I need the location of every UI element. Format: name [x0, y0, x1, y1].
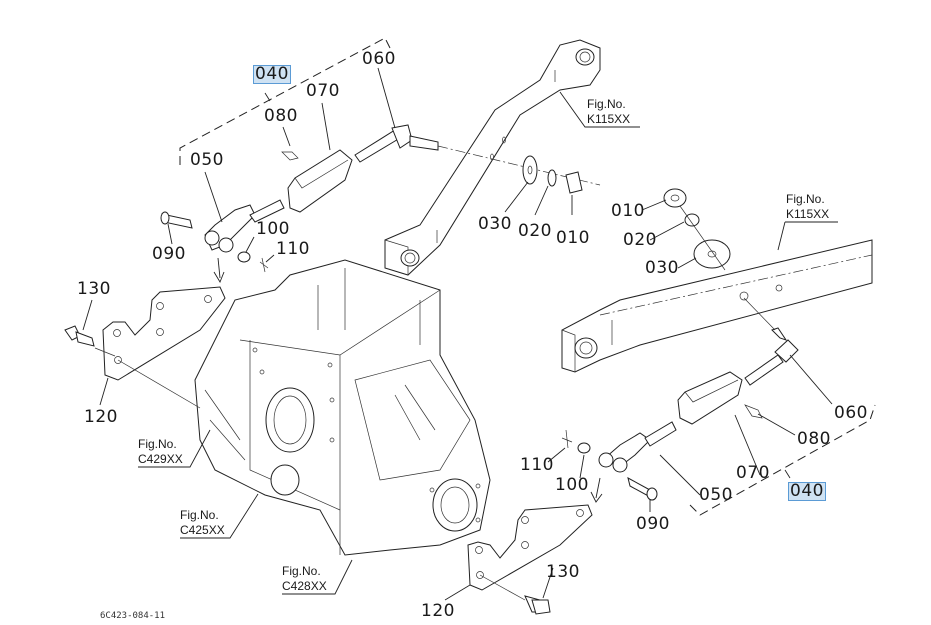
fig-ref-code: C425XX	[180, 523, 225, 537]
callout-120-right[interactable]: 120	[421, 601, 455, 621]
right-bolt	[524, 595, 551, 615]
fig-ref-title: Fig.No.	[180, 508, 219, 522]
fig-ref-title: Fig.No.	[138, 437, 177, 451]
fig-ref-k115xx-lower[interactable]: Fig.No. K115XX	[786, 192, 829, 222]
callout-010-right[interactable]: 010	[611, 201, 645, 221]
callout-090-left[interactable]: 090	[152, 244, 186, 264]
right-bracket-plate	[467, 504, 593, 601]
upper-fastener-stack	[522, 155, 583, 194]
fig-ref-code: K115XX	[786, 207, 830, 221]
callout-040-left[interactable]: 040	[253, 64, 291, 84]
transmission-case	[194, 259, 491, 556]
upper-link-arm	[384, 39, 601, 276]
callout-030-right[interactable]: 030	[645, 258, 679, 278]
fig-ref-c425xx[interactable]: Fig.No. C425XX	[180, 508, 225, 538]
left-rod-assembly	[160, 124, 601, 284]
callout-060-left[interactable]: 060	[362, 49, 396, 69]
callout-010-left[interactable]: 010	[556, 228, 590, 248]
leader-lines	[82, 67, 838, 601]
callout-100-right[interactable]: 100	[555, 475, 589, 495]
fig-ref-title: Fig.No.	[587, 97, 626, 111]
right-rod-assembly	[561, 297, 799, 503]
right-group-bracket	[689, 404, 876, 516]
left-bolt	[64, 325, 95, 347]
fig-ref-title: Fig.No.	[786, 192, 825, 206]
callout-070-right[interactable]: 070	[736, 463, 770, 483]
callout-130-right[interactable]: 130	[546, 562, 580, 582]
fig-ref-k115xx-upper[interactable]: Fig.No. K115XX	[587, 97, 630, 127]
callout-080-right[interactable]: 080	[797, 429, 831, 449]
fig-ref-c429xx[interactable]: Fig.No. C429XX	[138, 437, 183, 467]
callout-030-left[interactable]: 030	[478, 214, 512, 234]
fig-ref-code: C428XX	[282, 579, 327, 593]
fig-ref-code: C429XX	[138, 452, 183, 466]
callout-020-right[interactable]: 020	[623, 230, 657, 250]
callout-130-left[interactable]: 130	[77, 279, 111, 299]
drawing-code: 6C423-084-11	[100, 611, 166, 621]
callout-060-right[interactable]: 060	[834, 403, 868, 423]
right-fastener-stack	[663, 188, 731, 271]
callout-040-right[interactable]: 040	[788, 481, 826, 501]
callout-080-left[interactable]: 080	[264, 106, 298, 126]
fig-ref-code: K115XX	[587, 112, 631, 126]
callout-050-left[interactable]: 050	[190, 150, 224, 170]
fig-ref-title: Fig.No.	[282, 564, 321, 578]
callout-070-left[interactable]: 070	[306, 81, 340, 101]
callout-120-left[interactable]: 120	[84, 407, 118, 427]
callout-100-left[interactable]: 100	[256, 219, 290, 239]
lower-link-arm	[561, 239, 873, 373]
callout-110-right[interactable]: 110	[520, 455, 554, 475]
callout-020-left[interactable]: 020	[518, 221, 552, 241]
fig-ref-c428xx[interactable]: Fig.No. C428XX	[282, 564, 327, 594]
left-group-bracket	[179, 37, 391, 165]
callout-090-right[interactable]: 090	[636, 514, 670, 534]
callout-050-right[interactable]: 050	[699, 485, 733, 505]
left-bracket-plate	[94, 286, 226, 409]
callout-110-left[interactable]: 110	[276, 239, 310, 259]
